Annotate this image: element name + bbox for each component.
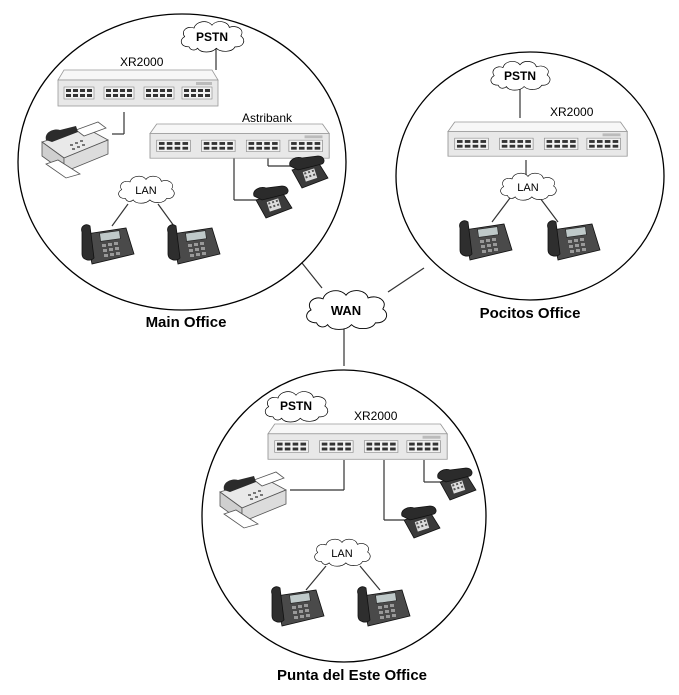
pstn-label-pocitos: PSTN [504,69,536,83]
main-office-label: Main Office [146,314,227,331]
astribank-label: Astribank [242,111,293,125]
pstn-cloud-main: PSTN [180,21,245,53]
lan-cloud-pocitos: LAN [500,172,557,201]
punta-office-label: Punta del Este Office [277,667,427,684]
lan-label-pocitos: LAN [517,182,538,194]
wan-label: WAN [331,303,361,318]
xr2000-label-pocitos: XR2000 [550,105,594,119]
xr2000-main [58,70,218,106]
xr2000-label-main: XR2000 [120,55,164,69]
pstn-label-punta: PSTN [280,399,312,413]
network-switch-icon [448,122,627,156]
network-switch-icon [268,424,447,459]
wan-cloud: WAN [306,289,388,331]
pstn-cloud-pocitos: PSTN [490,60,551,91]
astribank-main [150,124,329,158]
main-office: PSTN XR2000 Astribank LAN [17,13,347,311]
pocitos-office: PSTN XR2000 LAN [395,51,665,301]
pstn-label-main: PSTN [196,30,228,44]
lan-label-punta: LAN [331,548,352,560]
lan-label-main: LAN [135,185,156,197]
punta-office: PSTN XR2000 LAN [201,369,487,663]
xr2000-label-punta: XR2000 [354,409,398,423]
network-switch-icon [150,124,329,158]
pstn-cloud-punta: PSTN [264,391,329,423]
wan-link-pocitos [387,267,425,293]
pocitos-office-label: Pocitos Office [480,305,581,322]
xr2000-pocitos [448,122,627,156]
lan-cloud-main: LAN [118,175,175,204]
network-switch-icon [58,70,218,106]
xr2000-punta [268,424,447,459]
lan-cloud-punta: LAN [314,538,371,567]
